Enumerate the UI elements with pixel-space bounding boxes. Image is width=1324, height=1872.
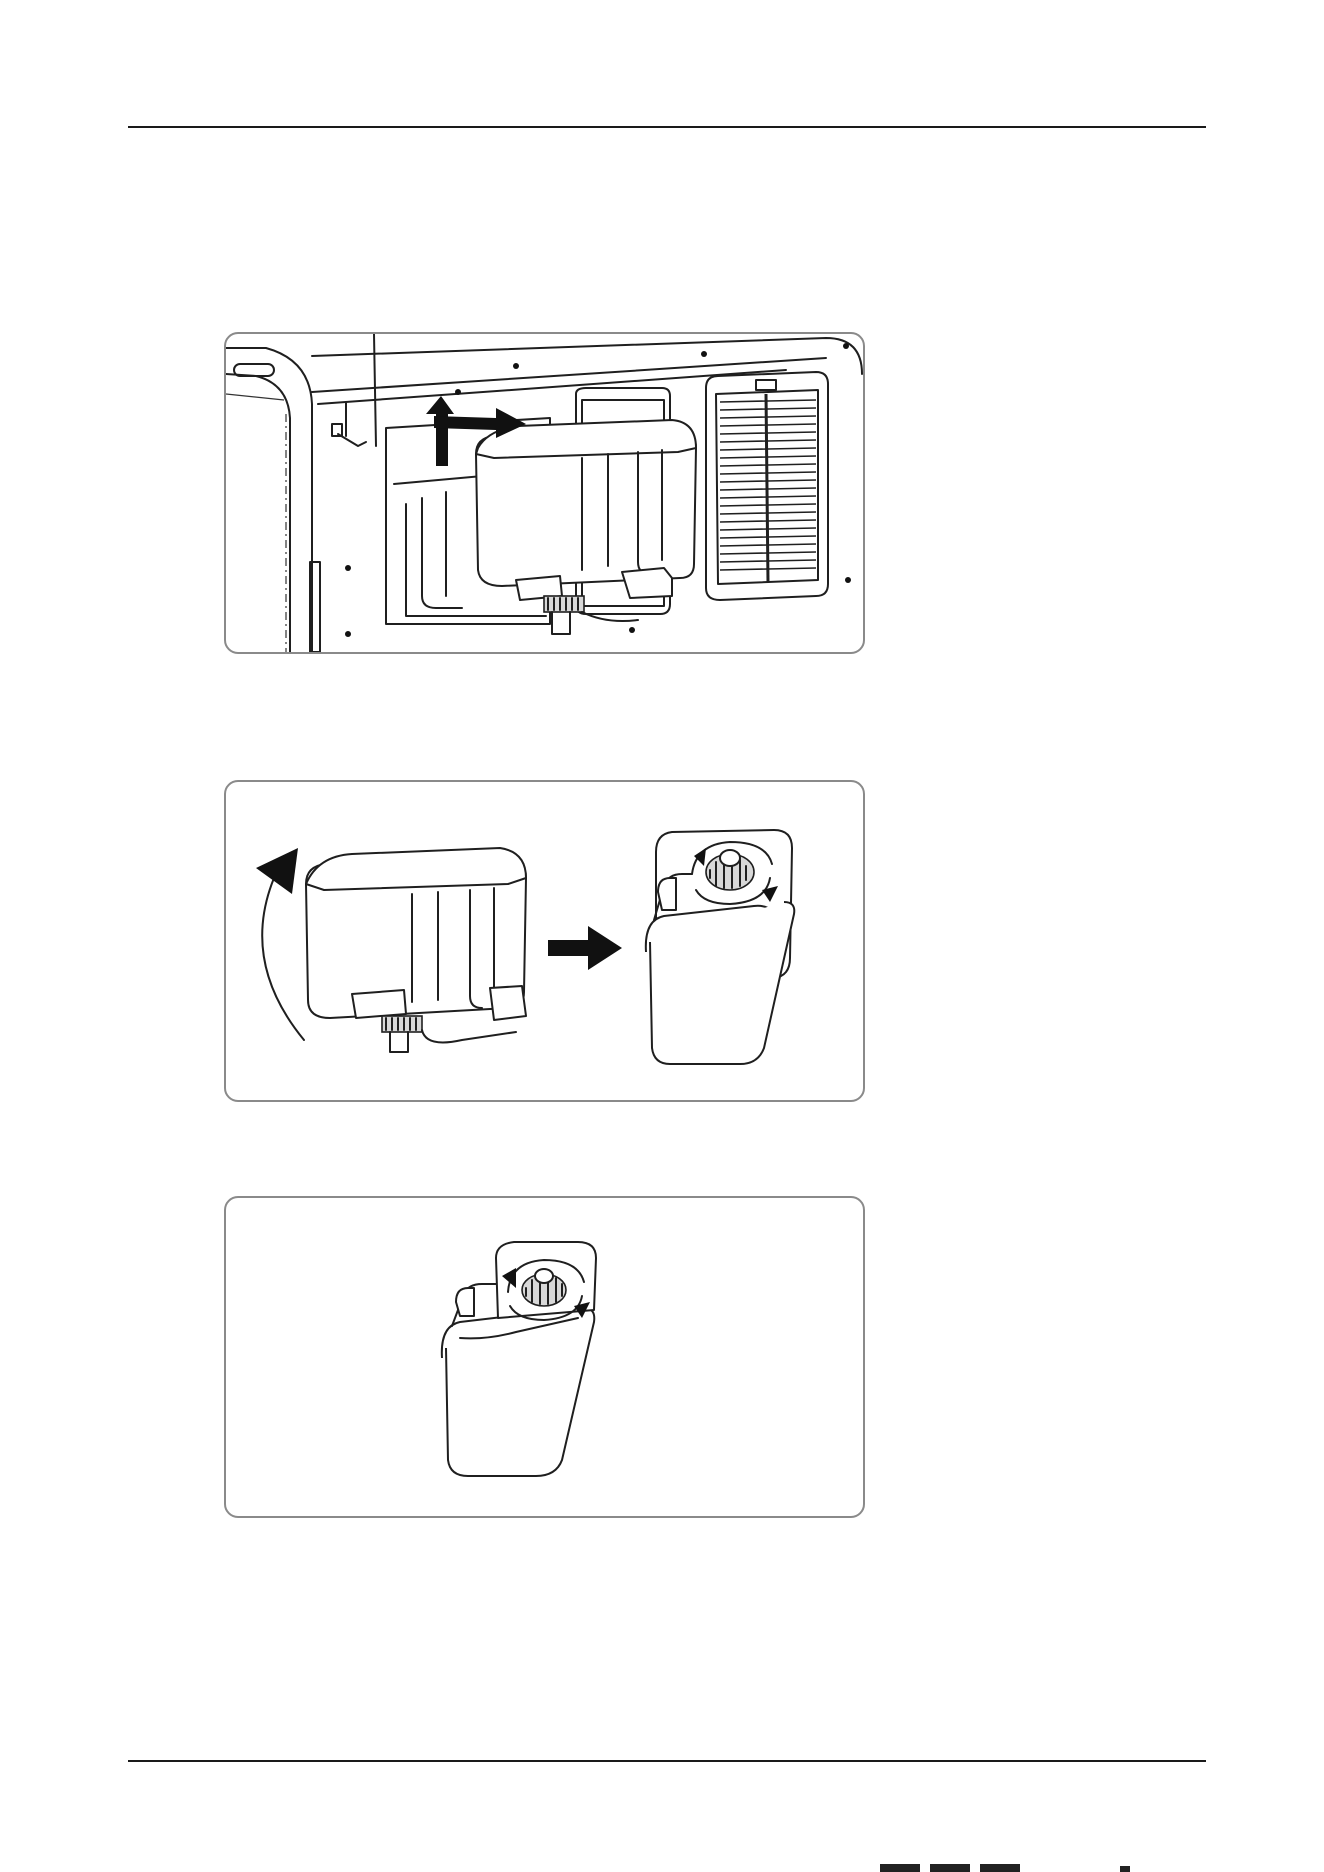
arrow-up-icon (426, 396, 454, 466)
remove-tank-illustration (226, 334, 863, 652)
flip-tank-illustration (226, 782, 863, 1100)
turn-cap-illustration (226, 1198, 863, 1516)
figure-turn-cap (224, 1196, 865, 1518)
arrow-right-icon (548, 926, 622, 970)
footer-crop-marks (880, 1862, 1140, 1872)
figure-remove-tank (224, 332, 865, 654)
filter-grille (720, 394, 816, 582)
footer-rule (128, 1760, 1206, 1762)
header-rule (128, 126, 1206, 128)
curved-arrow-icon (262, 878, 304, 1040)
figure-flip-tank (224, 780, 865, 1102)
